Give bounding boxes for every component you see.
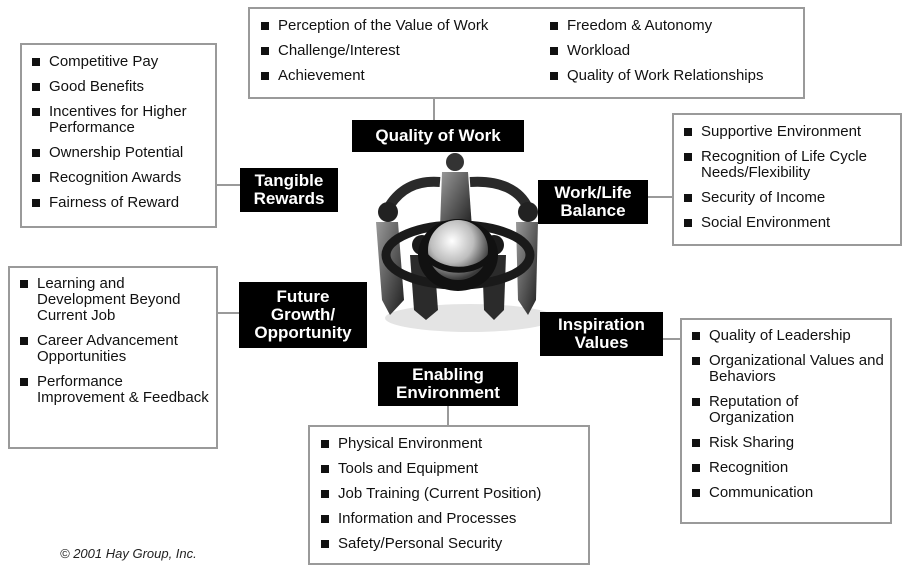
tangible-rewards-list: Competitive Pay Good Benefits Incentives…	[30, 54, 209, 211]
enabling-environment-label: Enabling Environment	[378, 362, 518, 406]
list-item: Organizational Values and Behaviors	[690, 353, 884, 385]
list-item: Risk Sharing	[690, 435, 884, 451]
inspiration-values-box: Quality of Leadership Organizational Val…	[680, 318, 892, 524]
quality-of-work-list-right: Freedom & Autonomy Workload Quality of W…	[548, 18, 803, 93]
list-item: Achievement	[259, 68, 544, 84]
copyright-text: © 2001 Hay Group, Inc.	[60, 546, 197, 561]
future-growth-list: Learning and Development Beyond Current …	[18, 276, 210, 406]
list-item: Recognition	[690, 460, 884, 476]
connector-enabling-environment	[447, 403, 449, 427]
list-item: Challenge/Interest	[259, 43, 544, 59]
inspiration-values-label: Inspiration Values	[540, 312, 663, 356]
list-item: Learning and Development Beyond Current …	[18, 276, 210, 324]
list-item: Quality of Work Relationships	[548, 68, 803, 84]
enabling-environment-box: Physical Environment Tools and Equipment…	[308, 425, 590, 565]
list-item: Safety/Personal Security	[319, 536, 582, 552]
list-item: Performance Improvement & Feedback	[18, 374, 210, 406]
enabling-environment-list: Physical Environment Tools and Equipment…	[319, 436, 582, 552]
quality-of-work-label: Quality of Work	[352, 120, 524, 152]
list-item: Career Advancement Opportunities	[18, 333, 210, 365]
list-item: Recognition of Life Cycle Needs/Flexibil…	[682, 149, 894, 181]
list-item: Incentives for Higher Performance	[30, 104, 209, 136]
list-item: Reputation of Organization	[690, 394, 884, 426]
list-item: Competitive Pay	[30, 54, 209, 70]
list-item: Social Environment	[682, 215, 894, 231]
connector-inspiration-values	[663, 338, 681, 340]
connector-quality-of-work	[433, 98, 435, 120]
list-item: Perception of the Value of Work	[259, 18, 544, 34]
tangible-rewards-box: Competitive Pay Good Benefits Incentives…	[20, 43, 217, 228]
future-growth-label: Future Growth/ Opportunity	[239, 282, 367, 348]
inspiration-values-list: Quality of Leadership Organizational Val…	[690, 328, 884, 501]
list-item: Freedom & Autonomy	[548, 18, 803, 34]
list-item: Security of Income	[682, 190, 894, 206]
list-item: Good Benefits	[30, 79, 209, 95]
list-item: Quality of Leadership	[690, 328, 884, 344]
list-item: Ownership Potential	[30, 145, 209, 161]
list-item: Information and Processes	[319, 511, 582, 527]
list-item: Workload	[548, 43, 803, 59]
list-item: Physical Environment	[319, 436, 582, 452]
list-item: Supportive Environment	[682, 124, 894, 140]
work-life-balance-label: Work/Life Balance	[538, 180, 648, 224]
list-item: Tools and Equipment	[319, 461, 582, 477]
list-item: Communication	[690, 485, 884, 501]
tangible-rewards-label: Tangible Rewards	[240, 168, 338, 212]
quality-of-work-box: Perception of the Value of Work Challeng…	[248, 7, 805, 99]
connector-tangible-rewards	[215, 184, 241, 186]
people-circle-globe-illustration	[376, 153, 555, 332]
work-life-balance-list: Supportive Environment Recognition of Li…	[682, 124, 894, 231]
quality-of-work-list-left: Perception of the Value of Work Challeng…	[259, 18, 544, 93]
list-item: Job Training (Current Position)	[319, 486, 582, 502]
future-growth-box: Learning and Development Beyond Current …	[8, 266, 218, 449]
list-item: Recognition Awards	[30, 170, 209, 186]
list-item: Fairness of Reward	[30, 195, 209, 211]
connector-future-growth	[218, 312, 240, 314]
connector-work-life-balance	[648, 196, 672, 198]
work-life-balance-box: Supportive Environment Recognition of Li…	[672, 113, 902, 246]
